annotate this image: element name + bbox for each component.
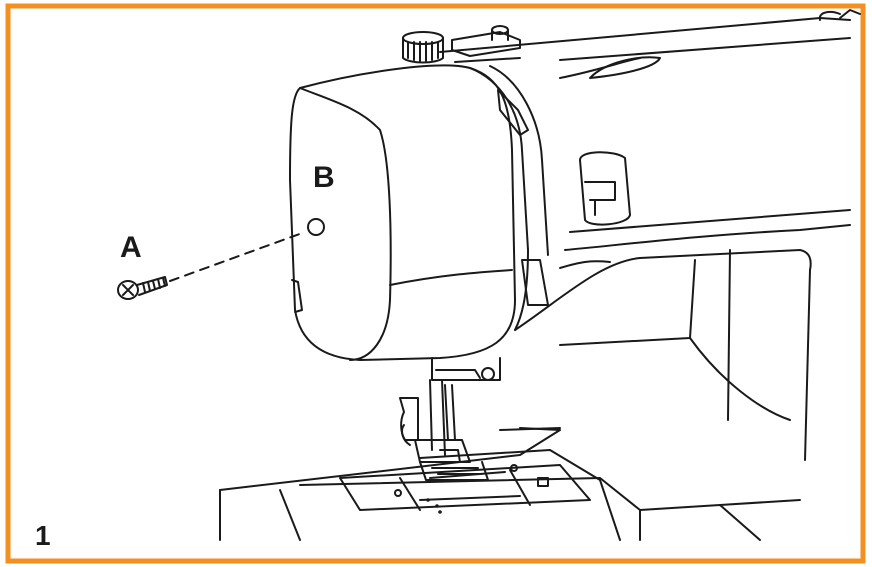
thread-take-up-slot [469, 65, 549, 331]
needle-plate [219, 427, 801, 541]
top-knob [402, 25, 521, 64]
bobbin-winder-recess [579, 151, 631, 226]
hole-label: B [313, 161, 335, 194]
needle-clamp [429, 357, 501, 456]
machine-body [514, 249, 812, 461]
screw-label: A [120, 231, 142, 264]
presser-foot [399, 397, 489, 481]
guide-line [169, 231, 306, 282]
step-number: 1 [35, 520, 51, 551]
face-cover-plate [289, 64, 516, 361]
machine-arm [439, 9, 861, 269]
screw-hole [307, 218, 325, 236]
figure-border [5, 3, 866, 564]
screw-icon [117, 276, 168, 300]
